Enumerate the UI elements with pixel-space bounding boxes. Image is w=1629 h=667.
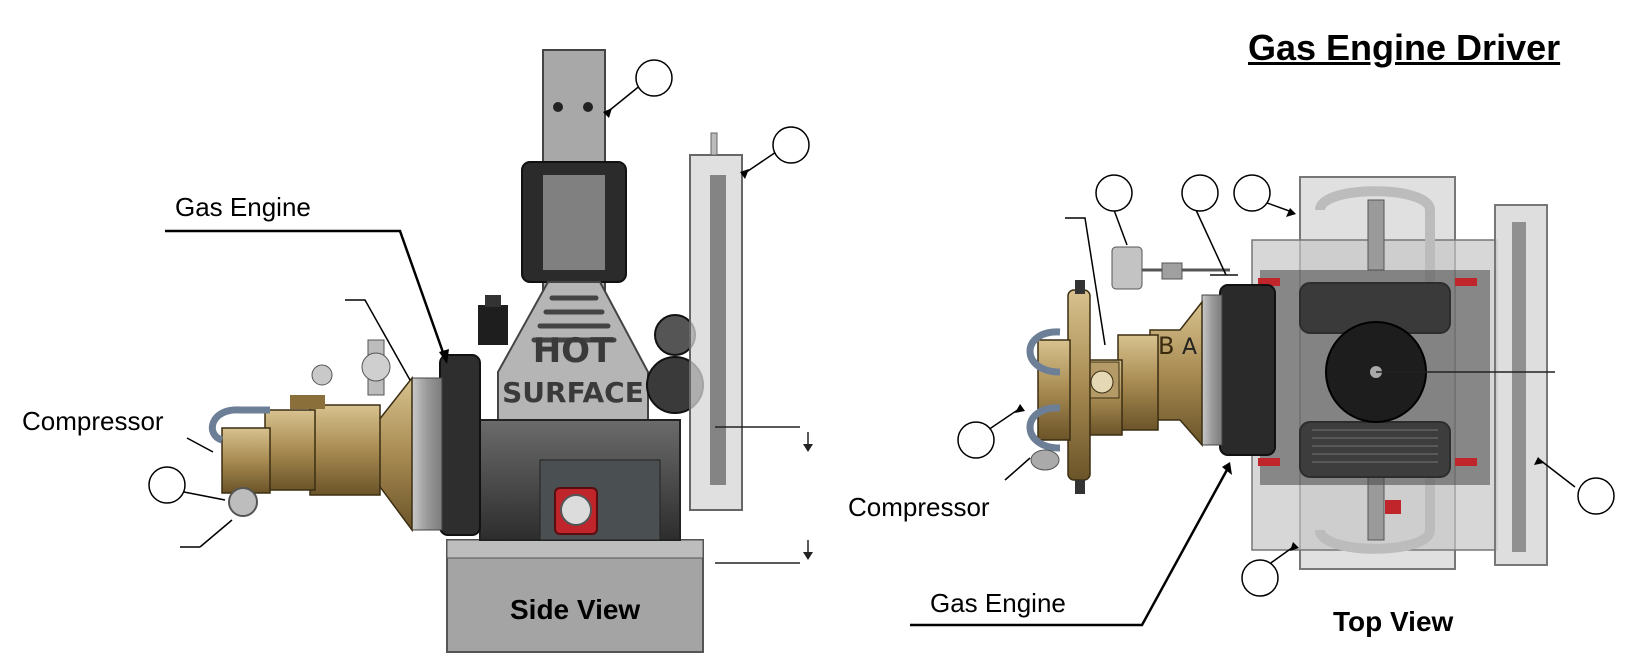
balloon-callout xyxy=(1241,559,1279,597)
side-view-label: Side View xyxy=(510,594,641,625)
hot-surface-stencil-1: HOT xyxy=(533,331,614,371)
side-view: HOT SURFACE xyxy=(148,49,813,653)
balloon-callout xyxy=(635,59,673,97)
side-gas-engine-label: Gas Engine xyxy=(175,192,311,222)
flywheel-housing xyxy=(439,354,481,536)
sensor-box xyxy=(1111,246,1143,290)
part-letter-a: A xyxy=(1182,335,1197,360)
top-gas-engine-label: Gas Engine xyxy=(930,588,1066,618)
base-skid xyxy=(446,539,704,653)
top-flywheel-housing xyxy=(1219,284,1276,456)
top-compressor xyxy=(1026,280,1159,494)
balloon-callout xyxy=(1095,174,1133,212)
gas-engine-leader-top xyxy=(910,467,1230,627)
balloon-callout xyxy=(957,421,995,459)
top-compressor-label: Compressor xyxy=(848,492,990,522)
side-compressor xyxy=(208,339,391,517)
gas-engine-leader-side xyxy=(165,229,447,359)
distributor xyxy=(478,305,508,345)
balloon-callout xyxy=(772,126,810,164)
balloon-callout xyxy=(1577,477,1615,515)
top-view: B A xyxy=(910,174,1615,627)
side-compressor-label: Compressor xyxy=(22,406,164,436)
part-letter-b: B xyxy=(1158,332,1174,360)
balloon-callout xyxy=(1181,174,1219,212)
hot-surface-stencil-2: SURFACE xyxy=(502,376,644,409)
balloon-callout xyxy=(1233,174,1271,212)
page-title: Gas Engine Driver xyxy=(1248,27,1561,68)
top-view-label: Top View xyxy=(1333,606,1454,637)
balloon-callout xyxy=(148,466,186,504)
